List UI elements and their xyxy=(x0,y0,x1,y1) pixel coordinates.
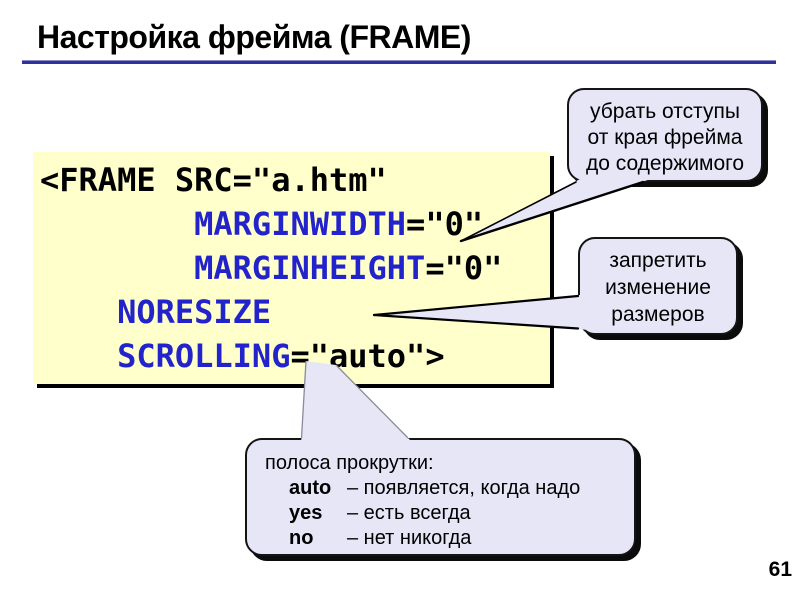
callout-margins: убрать отступы от края фрейма до содержи… xyxy=(567,88,763,182)
code-text: ="0" xyxy=(425,249,503,287)
callout-line: убрать отступы xyxy=(590,100,740,123)
code-line: MARGINWIDTH="0" xyxy=(40,202,550,246)
title-underline xyxy=(22,60,776,64)
callout-line: изменение xyxy=(605,276,711,299)
code-indent xyxy=(40,293,117,331)
callout-scrolling: полоса прокрутки: auto – появляется, ког… xyxy=(245,438,636,556)
scrolling-option-desc: – появляется, когда надо xyxy=(347,477,581,499)
code-keyword: MARGINWIDTH xyxy=(194,205,407,243)
scrolling-option-row: yes – есть всегда xyxy=(265,501,634,526)
callout-line: от края фрейма xyxy=(587,126,743,149)
code-line: NORESIZE xyxy=(40,290,550,334)
scrolling-option-key: auto xyxy=(289,477,332,499)
code-keyword: SCROLLING xyxy=(117,337,291,375)
callout-scrolling-title: полоса прокрутки: xyxy=(265,452,434,474)
code-line: SCROLLING="auto"> xyxy=(40,334,550,378)
slide-title: Настройка фрейма (FRAME) xyxy=(37,19,471,55)
code-line: MARGINHEIGHT="0" xyxy=(40,246,550,290)
code-line: <FRAME SRC="a.htm" xyxy=(40,158,550,202)
scrolling-option-row: no – нет никогда xyxy=(265,526,634,551)
callout-noresize: запретить изменение размеров xyxy=(578,237,738,335)
scrolling-option-key: no xyxy=(289,527,314,549)
code-keyword: NORESIZE xyxy=(117,293,272,331)
code-text: ="auto"> xyxy=(290,337,445,375)
code-keyword: MARGINHEIGHT xyxy=(194,249,426,287)
code-text: <FRAME SRC="a.htm" xyxy=(40,161,387,199)
scrolling-option-row: auto – появляется, когда надо xyxy=(265,476,634,501)
callout-line: запретить xyxy=(609,249,707,272)
code-text: ="0" xyxy=(406,205,484,243)
callout-line: до содержимого xyxy=(585,152,745,175)
scrolling-option-desc: – нет никогда xyxy=(347,527,472,549)
code-indent xyxy=(40,337,117,375)
page-number: 61 xyxy=(768,558,792,581)
frame-code-box: <FRAME SRC="a.htm" MARGINWIDTH="0" MARGI… xyxy=(33,152,550,384)
callout-line: размеров xyxy=(611,303,705,326)
code-indent xyxy=(40,205,194,243)
scrolling-option-desc: – есть всегда xyxy=(347,502,471,524)
code-indent xyxy=(40,249,194,287)
scrolling-option-key: yes xyxy=(289,502,323,524)
